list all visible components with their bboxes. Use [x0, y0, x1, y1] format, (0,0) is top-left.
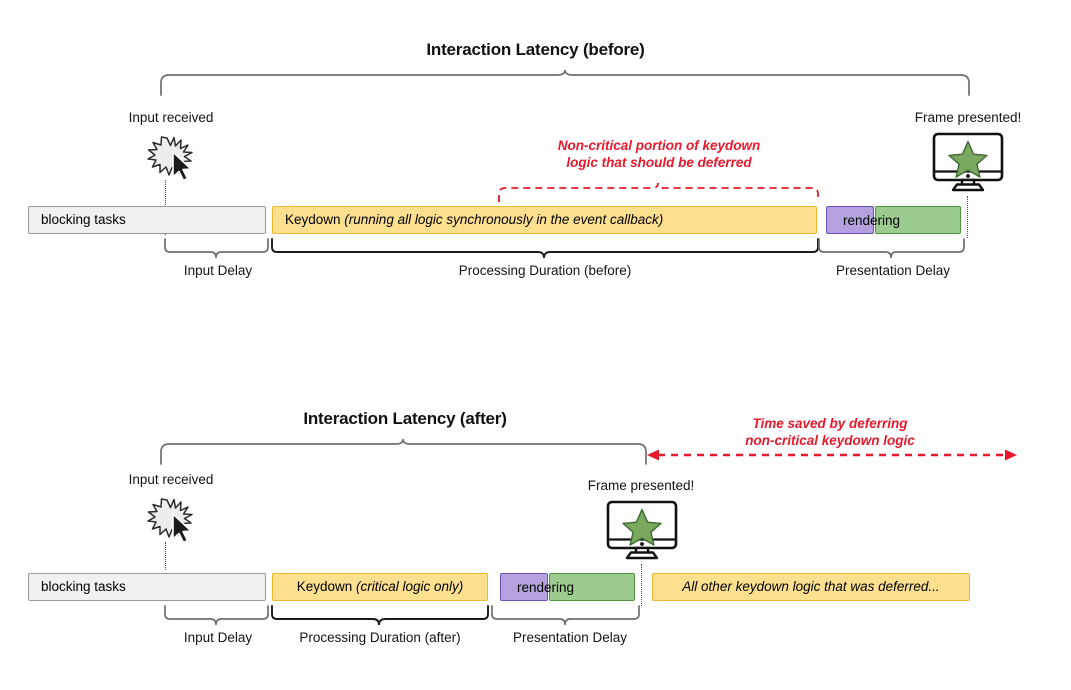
processing-duration-label-before: Processing Duration (before) — [458, 263, 632, 278]
input-delay-brace-after — [163, 605, 277, 626]
bar-deferred-work-after: All other keydown logic that was deferre… — [652, 573, 970, 601]
noncritical-dashed-brace-before — [495, 182, 825, 204]
bar-blocking-tasks-before: blocking tasks — [28, 206, 266, 234]
frame-presented-label-before: Frame presented! — [914, 110, 1022, 125]
rendering-label-before: rendering — [843, 213, 901, 228]
page-title-before: Interaction Latency (before) — [426, 40, 645, 59]
bar-keydown-italic-before: (running all logic synchronously in the … — [344, 212, 664, 228]
bar-keydown-label-after: Keydown (critical logic only) — [273, 580, 487, 594]
rendering-label-after: rendering — [517, 580, 575, 595]
processing-duration-label-after: Processing Duration (after) — [299, 630, 461, 645]
interaction-latency-brace-before — [160, 69, 978, 96]
presentation-delay-label-before: Presentation Delay — [835, 263, 951, 278]
input-received-label-before: Input received — [128, 110, 214, 125]
noncritical-callout-line1: Non-critical portion of keydown — [557, 138, 761, 153]
input-received-label-after: Input received — [128, 472, 214, 487]
bar-keydown-after: Keydown (critical logic only) — [272, 573, 488, 601]
noncritical-callout-before: Non-critical portion of keydown logic th… — [497, 137, 821, 171]
input-delay-label-before: Input Delay — [183, 263, 253, 278]
bar-paint-before — [826, 206, 874, 234]
bar-deferred-work-label-after: All other keydown logic that was deferre… — [653, 580, 969, 594]
noncritical-callout-line2: logic that should be deferred — [566, 155, 752, 170]
bar-compositing-after — [549, 573, 635, 601]
page-title-after: Interaction Latency (after) — [303, 409, 507, 428]
bar-keydown-italic-after: (critical logic only) — [356, 579, 464, 595]
frame-presented-label-after: Frame presented! — [587, 478, 695, 493]
frame-guide-line-after — [641, 564, 642, 606]
interaction-latency-brace-after — [160, 438, 656, 465]
processing-duration-brace-before — [270, 238, 826, 259]
time-saved-callout-after: Time saved by deferring non-critical key… — [665, 415, 995, 449]
bar-blocking-tasks-label-before: blocking tasks — [41, 212, 126, 228]
bar-deferred-work-italic-after: All other keydown logic that was deferre… — [682, 579, 940, 595]
monitor-star-icon-after — [605, 500, 679, 562]
input-delay-label-after: Input Delay — [183, 630, 253, 645]
bar-keydown-before: Keydown (running all logic synchronously… — [272, 206, 817, 234]
time-saved-callout-line2: non-critical keydown logic — [745, 433, 915, 448]
presentation-delay-brace-before — [817, 238, 973, 259]
bar-blocking-tasks-after: blocking tasks — [28, 573, 266, 601]
input-delay-brace-before — [163, 238, 277, 259]
diagram-before: Interaction Latency (before) Input recei… — [0, 0, 1071, 340]
diagram-after: Interaction Latency (after) Time saved b… — [0, 395, 1071, 690]
processing-duration-brace-after — [270, 605, 496, 626]
presentation-delay-label-after: Presentation Delay — [512, 630, 628, 645]
time-saved-arrow-after — [646, 445, 1018, 465]
time-saved-callout-line1: Time saved by deferring — [752, 416, 908, 431]
input-guide-line-after — [165, 542, 166, 570]
monitor-star-icon-before — [931, 132, 1005, 194]
bar-keydown-text-before: Keydown — [285, 212, 345, 228]
input-burst-cursor-icon-after — [143, 492, 199, 548]
presentation-delay-brace-after — [490, 605, 648, 626]
bar-paint-after — [500, 573, 548, 601]
input-burst-cursor-icon — [143, 130, 199, 186]
bar-blocking-tasks-label-after: blocking tasks — [41, 579, 126, 595]
frame-guide-line-before — [967, 196, 968, 238]
bar-keydown-label-before: Keydown (running all logic synchronously… — [273, 213, 663, 227]
bar-compositing-before — [875, 206, 961, 234]
bar-keydown-text-after: Keydown — [296, 579, 356, 595]
